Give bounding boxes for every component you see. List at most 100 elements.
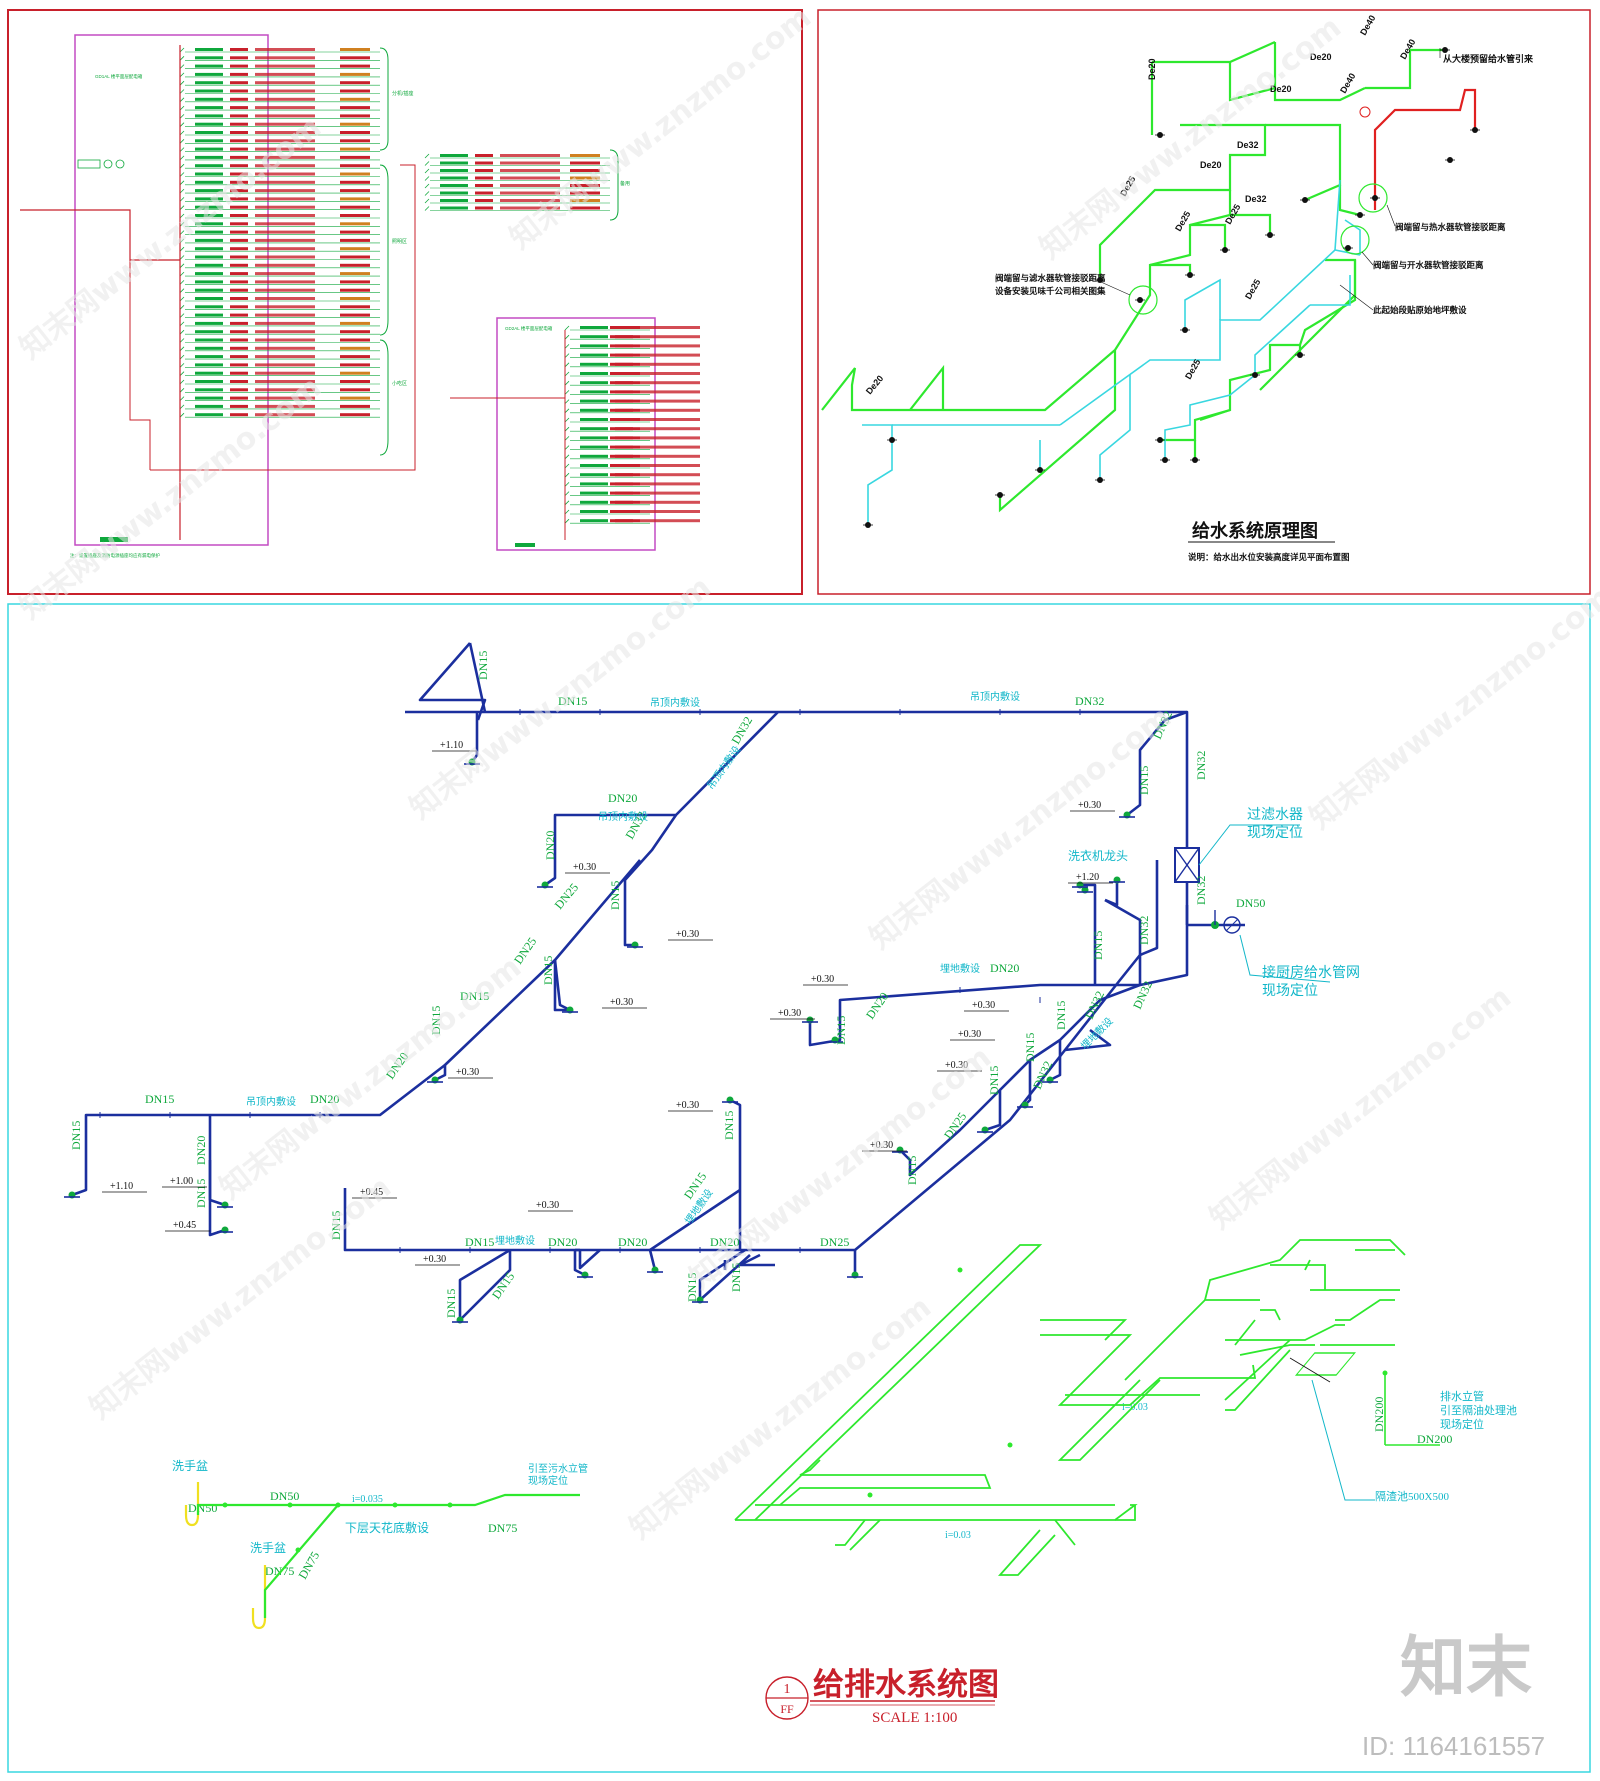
water-supply-title: 给水系统原理图 <box>1192 520 1318 541</box>
dn-label: DN20 <box>194 1136 208 1165</box>
water-supply-note: 说明：给水出水位安装高度详见平面布置图 <box>1188 552 1350 562</box>
breaker-symbol <box>564 417 570 423</box>
breaker-tag <box>195 247 223 251</box>
watermark-text: 知末网www.znzmo.com <box>503 0 818 256</box>
cable-spec <box>640 482 700 486</box>
circuit-id <box>475 184 493 187</box>
dn-label: DN15 <box>905 1156 919 1185</box>
breaker-symbol <box>564 371 570 377</box>
circuit-id <box>230 139 248 143</box>
cable-spec <box>640 491 700 495</box>
breaker-tag <box>580 454 608 458</box>
pipe-size-label: De40 <box>1338 71 1357 95</box>
load-desc <box>570 154 600 157</box>
breaker-tag <box>195 305 223 309</box>
cable-spec <box>255 205 315 209</box>
valve-circle-heater <box>1358 183 1388 213</box>
breaker-tag <box>580 381 608 385</box>
to-riser-label: 引至污水立管 <box>528 1462 588 1475</box>
cable-spec <box>255 89 315 93</box>
load-desc <box>340 396 370 400</box>
cable-spec <box>640 464 700 467</box>
sheet-number: 1 <box>784 1682 791 1697</box>
breaker-tag <box>195 147 223 151</box>
panel1-circuit-rows <box>179 47 380 418</box>
cable-spec <box>255 396 315 400</box>
breaker-symbol <box>564 463 570 469</box>
drainage-pipes <box>734 1239 1406 1576</box>
load-desc <box>340 297 370 300</box>
callout-heater: 阀端留与热水器软管接驳距离 <box>1395 222 1506 232</box>
callout-boiler: 阀端留与开水器软管接驳距离 <box>1373 260 1484 270</box>
elevation-label: +0.30 <box>870 1140 893 1151</box>
kitchen-label: 接厨房给水管网 <box>1262 964 1360 981</box>
pipe-size-label: De40 <box>1358 13 1377 37</box>
cable-spec <box>640 473 700 477</box>
dn-label: DN20 <box>608 791 637 805</box>
dn-label: DN15 <box>541 956 555 985</box>
section-label-1: 分机/插座 <box>392 90 413 97</box>
drain-fitting <box>867 1492 873 1498</box>
cable-spec <box>255 297 315 300</box>
watermark-text: 知末网www.znzmo.com <box>13 110 328 367</box>
breaker-tag <box>195 139 223 143</box>
breaker-symbol <box>179 205 185 210</box>
drain-label-2: 引至隔油处理池 <box>1440 1403 1517 1417</box>
dn-label: DN32 <box>1130 979 1155 1012</box>
breaker-symbol <box>179 47 185 53</box>
cable-spec <box>255 139 315 143</box>
meter-icon-main <box>1223 916 1241 934</box>
to-riser-label-2: 现场定位 <box>528 1474 568 1487</box>
riser-dot <box>1382 1370 1388 1376</box>
gauge-icon <box>1359 106 1371 118</box>
legend-bar <box>100 537 128 542</box>
cable-spec <box>255 164 315 168</box>
breaker-tag <box>580 491 608 495</box>
breaker-tag <box>195 288 223 292</box>
circuit-id <box>230 72 248 76</box>
dn-label: DN75 <box>488 1521 517 1535</box>
breaker-symbol <box>424 206 430 211</box>
feeder-line <box>20 209 180 261</box>
circuit-id <box>230 131 248 134</box>
breaker-tag <box>580 353 608 357</box>
breaker-symbol <box>179 346 185 352</box>
dn-label: DN200 <box>1372 1397 1386 1432</box>
main-inlet-label: 从大楼预留给水管引来 <box>1443 53 1534 64</box>
dn-label: DN15 <box>1054 1001 1068 1030</box>
breaker-symbol <box>179 313 185 318</box>
load-desc <box>340 330 370 334</box>
breaker-symbol <box>179 139 185 144</box>
load-desc <box>610 500 640 504</box>
callout-start: 此起始段贴原始地坪敷设 <box>1373 305 1467 315</box>
load-desc <box>340 72 370 76</box>
feeder-line-2 <box>129 260 151 470</box>
pipe-size-label: De25 <box>1243 277 1262 301</box>
cable-spec <box>255 64 315 68</box>
breaker-symbol <box>179 363 185 368</box>
cable-spec <box>255 197 315 201</box>
dn-label: DN75 <box>265 1564 294 1578</box>
pipe-size-label: De20 <box>1200 160 1222 170</box>
breaker-symbol <box>179 147 185 152</box>
breaker-symbol <box>179 97 185 103</box>
drain-label-3: 现场定位 <box>1440 1417 1484 1431</box>
dn-label: DN20 <box>618 1235 647 1249</box>
cable-spec <box>255 380 315 383</box>
load-desc <box>340 363 370 367</box>
breaker-symbol <box>179 305 185 310</box>
breaker-symbol <box>564 445 570 450</box>
breaker-symbol <box>179 396 185 401</box>
ceiling-label-4: 吊顶内敷设 <box>246 1095 296 1108</box>
dn-label: DN15 <box>608 881 622 910</box>
load-desc <box>340 214 370 217</box>
drain-fitting <box>222 1502 228 1508</box>
cable-spec <box>500 191 560 195</box>
elevation-label: +0.45 <box>360 1187 383 1198</box>
elevation-marks: +1.10+0.30+0.30+0.30+0.30+0.30+1.20+0.30… <box>102 740 1115 1266</box>
breaker-symbol <box>424 153 430 159</box>
load-desc <box>340 371 370 375</box>
breaker-symbol <box>564 509 570 515</box>
